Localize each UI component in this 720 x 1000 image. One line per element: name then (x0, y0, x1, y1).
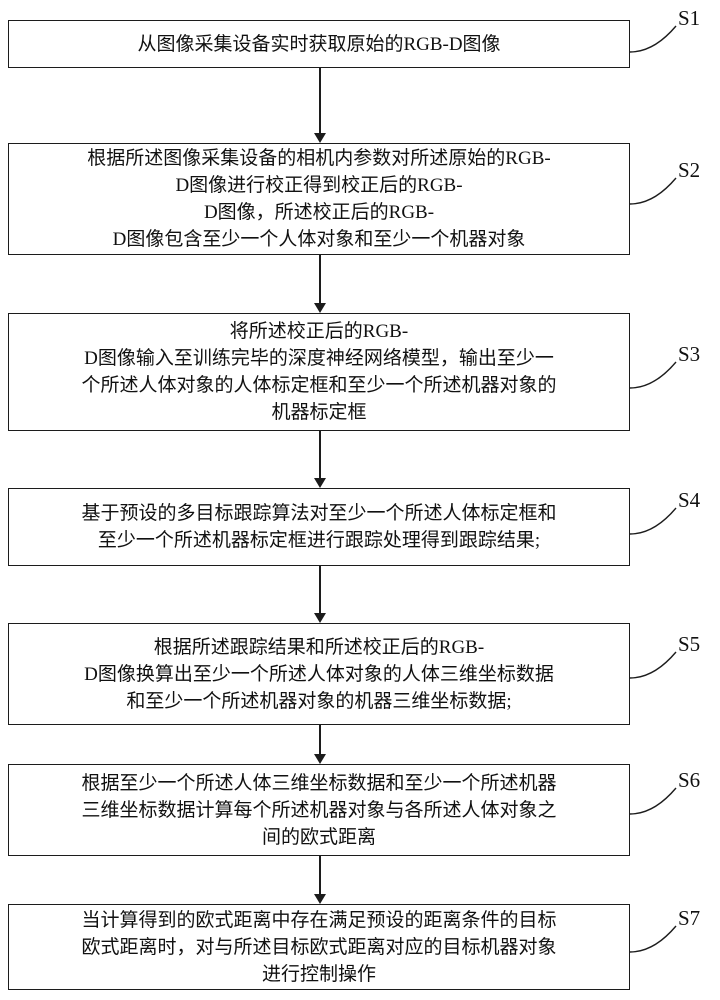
step-text-s7: 当计算得到的欧式距离中存在满足预设的距离条件的目标 欧式距离时，对与所述目标欧式… (81, 909, 557, 985)
step-label-s6: S6 (678, 768, 701, 792)
arrow-shaft (319, 725, 321, 756)
step-label-s7: S7 (678, 906, 701, 930)
arrow-shaft (319, 255, 321, 305)
leader-curve-s1 (629, 25, 677, 53)
step-text-s4: 基于预设的多目标跟踪算法对至少一个所述人体标定框和 至少一个所述机器标定框进行跟… (81, 503, 557, 551)
arrow-shaft (319, 431, 321, 480)
flow-arrow-down-3 (312, 431, 328, 488)
arrow-head-icon (314, 754, 326, 764)
arrow-head-icon (314, 894, 326, 904)
flow-step-box-s1: 从图像采集设备实时获取原始的RGB-D图像 (8, 20, 630, 68)
arrow-head-icon (314, 613, 326, 623)
flow-arrow-down-4 (312, 566, 328, 623)
flow-step-box-s2: 根据所述图像采集设备的相机内参数对所述原始的RGB- D图像进行校正得到校正后的… (8, 143, 630, 255)
arrow-shaft (319, 856, 321, 896)
arrow-head-icon (314, 478, 326, 488)
flow-arrow-down-1 (312, 68, 328, 143)
flow-arrow-down-6 (312, 856, 328, 904)
arrow-shaft (319, 68, 321, 135)
step-text-s3: 将所述校正后的RGB- D图像输入至训练完毕的深度神经网络模型，输出至少一 个所… (81, 321, 557, 423)
step-text-s5: 根据所述跟踪结果和所述校正后的RGB- D图像换算出至少一个所述人体对象的人体三… (84, 636, 554, 712)
flow-step-box-s3: 将所述校正后的RGB- D图像输入至训练完毕的深度神经网络模型，输出至少一 个所… (8, 313, 630, 431)
flow-arrow-down-2 (312, 255, 328, 313)
step-text-s1: 从图像采集设备实时获取原始的RGB-D图像 (137, 33, 501, 55)
flow-arrow-down-5 (312, 725, 328, 764)
step-label-s4: S4 (678, 488, 701, 512)
flow-step-box-s7: 当计算得到的欧式距离中存在满足预设的距离条件的目标 欧式距离时，对与所述目标欧式… (8, 904, 630, 990)
leader-curve-s3 (629, 361, 677, 389)
step-label-s5: S5 (678, 632, 701, 656)
leader-curve-s7 (629, 925, 677, 953)
arrow-head-icon (314, 303, 326, 313)
arrow-shaft (319, 566, 321, 615)
leader-curve-s6 (629, 787, 677, 815)
arrow-head-icon (314, 133, 326, 143)
step-label-s1: S1 (678, 6, 701, 30)
leader-curve-s2 (629, 177, 677, 205)
step-label-s2: S2 (678, 158, 701, 182)
step-text-s6: 根据至少一个所述人体三维坐标数据和至少一个所述机器 三维坐标数据计算每个所述机器… (81, 772, 557, 848)
flow-step-box-s4: 基于预设的多目标跟踪算法对至少一个所述人体标定框和 至少一个所述机器标定框进行跟… (8, 488, 630, 566)
leader-curve-s4 (629, 507, 677, 535)
flow-step-box-s5: 根据所述跟踪结果和所述校正后的RGB- D图像换算出至少一个所述人体对象的人体三… (8, 623, 630, 725)
flow-step-box-s6: 根据至少一个所述人体三维坐标数据和至少一个所述机器 三维坐标数据计算每个所述机器… (8, 764, 630, 856)
step-text-s2: 根据所述图像采集设备的相机内参数对所述原始的RGB- D图像进行校正得到校正后的… (87, 148, 551, 250)
leader-curve-s5 (629, 651, 677, 679)
step-label-s3: S3 (678, 342, 701, 366)
